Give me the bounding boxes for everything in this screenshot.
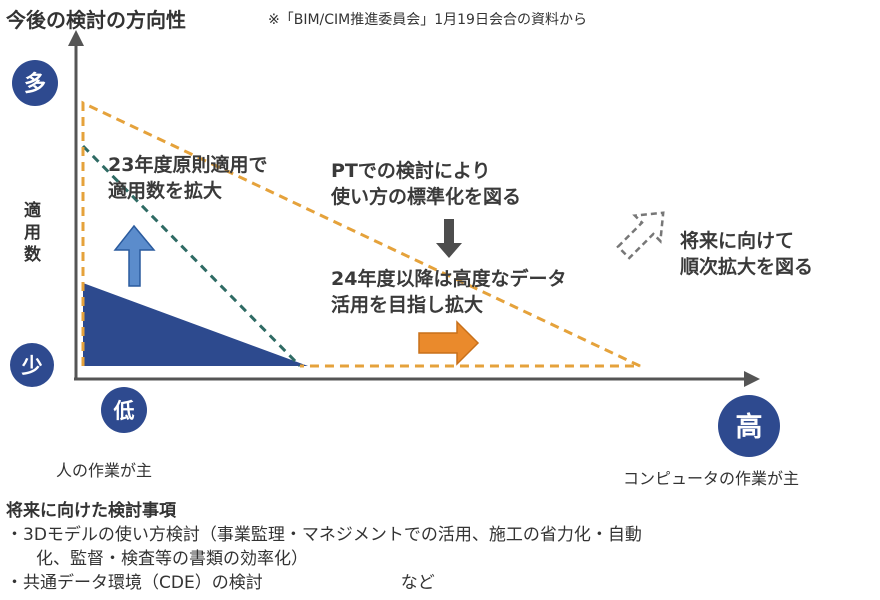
fy24-line-1: 24年度以降は高度なデータ [331, 268, 567, 290]
notes-section: 将来に向けた検討事項 ・3Dモデルの使い方検討（事業監理・マネジメントでの活用、… [6, 499, 642, 595]
future-line-2: 順次拡大を図る [680, 256, 814, 278]
notes-item-1: ・3Dモデルの使い方検討（事業監理・マネジメントでの活用、施工の省力化・自動 [6, 525, 642, 545]
x-low-label: 低 [113, 399, 135, 423]
y-high-label: 多 [24, 71, 46, 97]
fy24-annotation: 24年度以降は高度なデータ 活用を目指し拡大 [331, 266, 566, 318]
pt-annotation: PTでの検討により 使い方の標準化を図る [331, 158, 521, 210]
future-line-1: 将来に向けて [680, 230, 795, 252]
y-axis-label: 適用数 [24, 201, 41, 265]
x-high-label: 高 [736, 411, 763, 443]
y-axis-arrowhead [68, 30, 84, 46]
notes-item-1-cont: 化、監督・検査等の書類の効率化） [36, 549, 308, 569]
notes-heading: 将来に向けた検討事項 [6, 501, 176, 521]
fy24-boundary [81, 100, 641, 368]
x-low-marker: 低 [101, 387, 147, 433]
pt-line-1: PTでの検討により [331, 160, 491, 182]
fy24-line-2: 活用を目指し拡大 [331, 294, 484, 316]
y-low-marker: 少 [10, 343, 54, 387]
x-low-caption: 人の作業が主 [56, 461, 153, 480]
notes-item-2-suffix: など [400, 573, 435, 593]
x-high-caption: コンピュータの作業が主 [623, 469, 800, 488]
future-arrow [616, 211, 665, 260]
fy23-annotation: 23年度原則適用で 適用数を拡大 [108, 152, 267, 204]
future-annotation: 将来に向けて 順次拡大を図る [680, 228, 813, 280]
page-title: 今後の検討の方向性 [6, 8, 186, 32]
current-adoption-area [83, 283, 308, 366]
notes-item-2: ・共通データ環境（CDE）の検討 など [6, 571, 642, 595]
down-arrow [436, 219, 462, 258]
x-high-marker: 高 [718, 395, 780, 457]
x-axis-arrowhead [744, 371, 760, 387]
source-note: ※「BIM/CIM推進委員会」1月19日会合の資料から [268, 12, 587, 28]
fy23-boundary [81, 144, 302, 368]
fy23-line-2: 適用数を拡大 [108, 180, 223, 202]
right-arrow [418, 320, 480, 366]
y-low-label: 少 [21, 354, 43, 378]
y-high-marker: 多 [12, 60, 58, 106]
up-arrow [113, 224, 156, 287]
pt-line-2: 使い方の標準化を図る [331, 186, 522, 208]
notes-item-2-text: ・共通データ環境（CDE）の検討 [6, 573, 263, 593]
fy23-line-1: 23年度原則適用で [108, 154, 268, 176]
